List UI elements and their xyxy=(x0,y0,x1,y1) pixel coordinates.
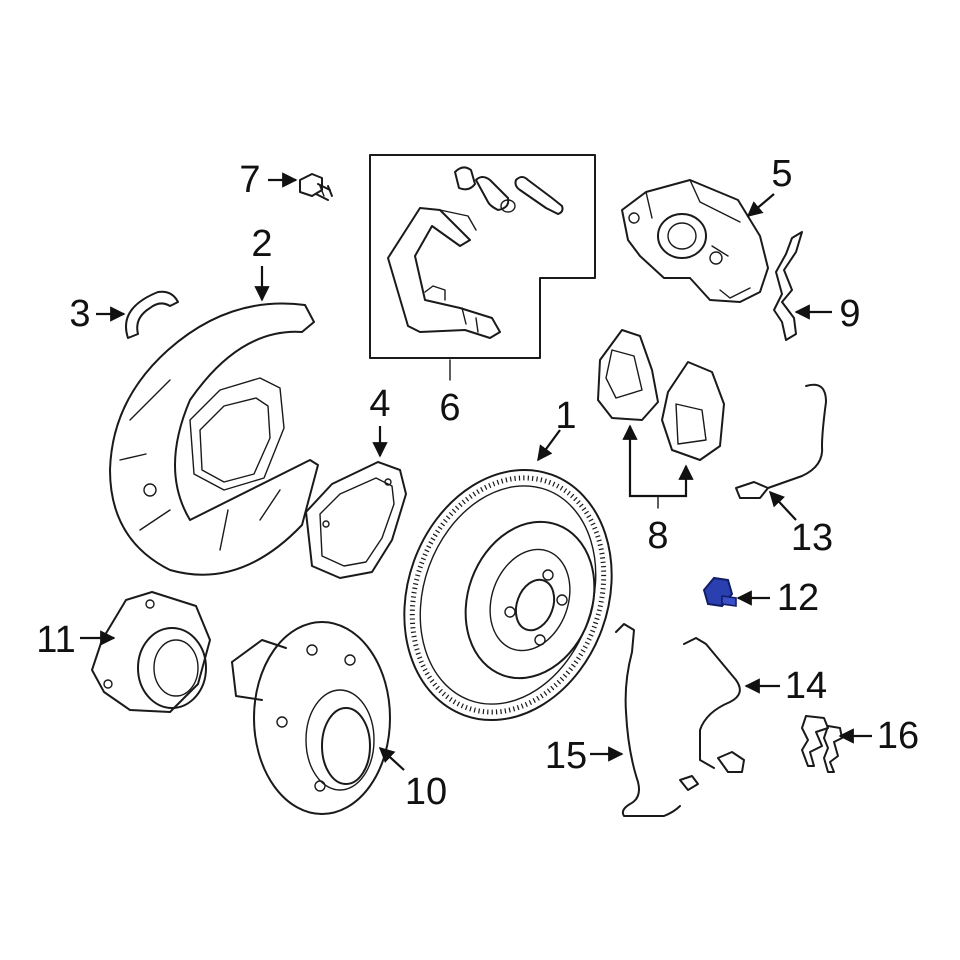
callout-12[interactable]: 12 xyxy=(777,577,819,619)
part-14-brake-hose[interactable] xyxy=(683,637,745,773)
callout-16[interactable]: 16 xyxy=(877,715,919,757)
callout-3[interactable]: 3 xyxy=(69,293,90,335)
callout-5[interactable]: 5 xyxy=(771,153,792,195)
part-1-rotor[interactable] xyxy=(370,441,645,750)
callout-8[interactable]: 8 xyxy=(647,515,668,557)
callout-14[interactable]: 14 xyxy=(785,665,827,707)
part-3-clip[interactable] xyxy=(125,290,179,339)
callout-7[interactable]: 7 xyxy=(239,159,260,201)
part-10-wheel-hub[interactable] xyxy=(231,621,391,815)
callout-9[interactable]: 9 xyxy=(839,293,860,335)
callout-1[interactable]: 1 xyxy=(555,395,576,437)
part-2-backing-plate[interactable] xyxy=(109,302,319,576)
callout-10[interactable]: 10 xyxy=(405,771,447,813)
callout-6[interactable]: 6 xyxy=(439,387,460,429)
part-4-shim[interactable] xyxy=(305,461,407,579)
callout-4[interactable]: 4 xyxy=(369,383,390,425)
part-15-abs-sensor[interactable] xyxy=(615,623,699,817)
callout-11[interactable]: 11 xyxy=(36,619,75,661)
part-6-bracket-kit[interactable] xyxy=(369,154,596,359)
callout-leaders xyxy=(80,172,872,771)
callout-13[interactable]: 13 xyxy=(791,517,833,559)
part-11-hub-bearing[interactable] xyxy=(91,591,211,713)
part-9-spring[interactable] xyxy=(773,231,803,341)
callout-15[interactable]: 15 xyxy=(545,735,587,777)
part-13-wear-sensor[interactable] xyxy=(735,383,827,499)
callout-labels: 1 2 3 4 5 6 7 8 9 10 11 12 13 14 15 16 xyxy=(36,153,919,813)
part-8-brake-pads[interactable] xyxy=(597,329,725,461)
part-7-bolt[interactable] xyxy=(299,173,333,201)
part-16-clips[interactable] xyxy=(801,715,843,773)
callout-2[interactable]: 2 xyxy=(251,223,272,265)
part-12-bolt[interactable] xyxy=(702,576,737,608)
part-5-caliper[interactable] xyxy=(621,179,769,303)
